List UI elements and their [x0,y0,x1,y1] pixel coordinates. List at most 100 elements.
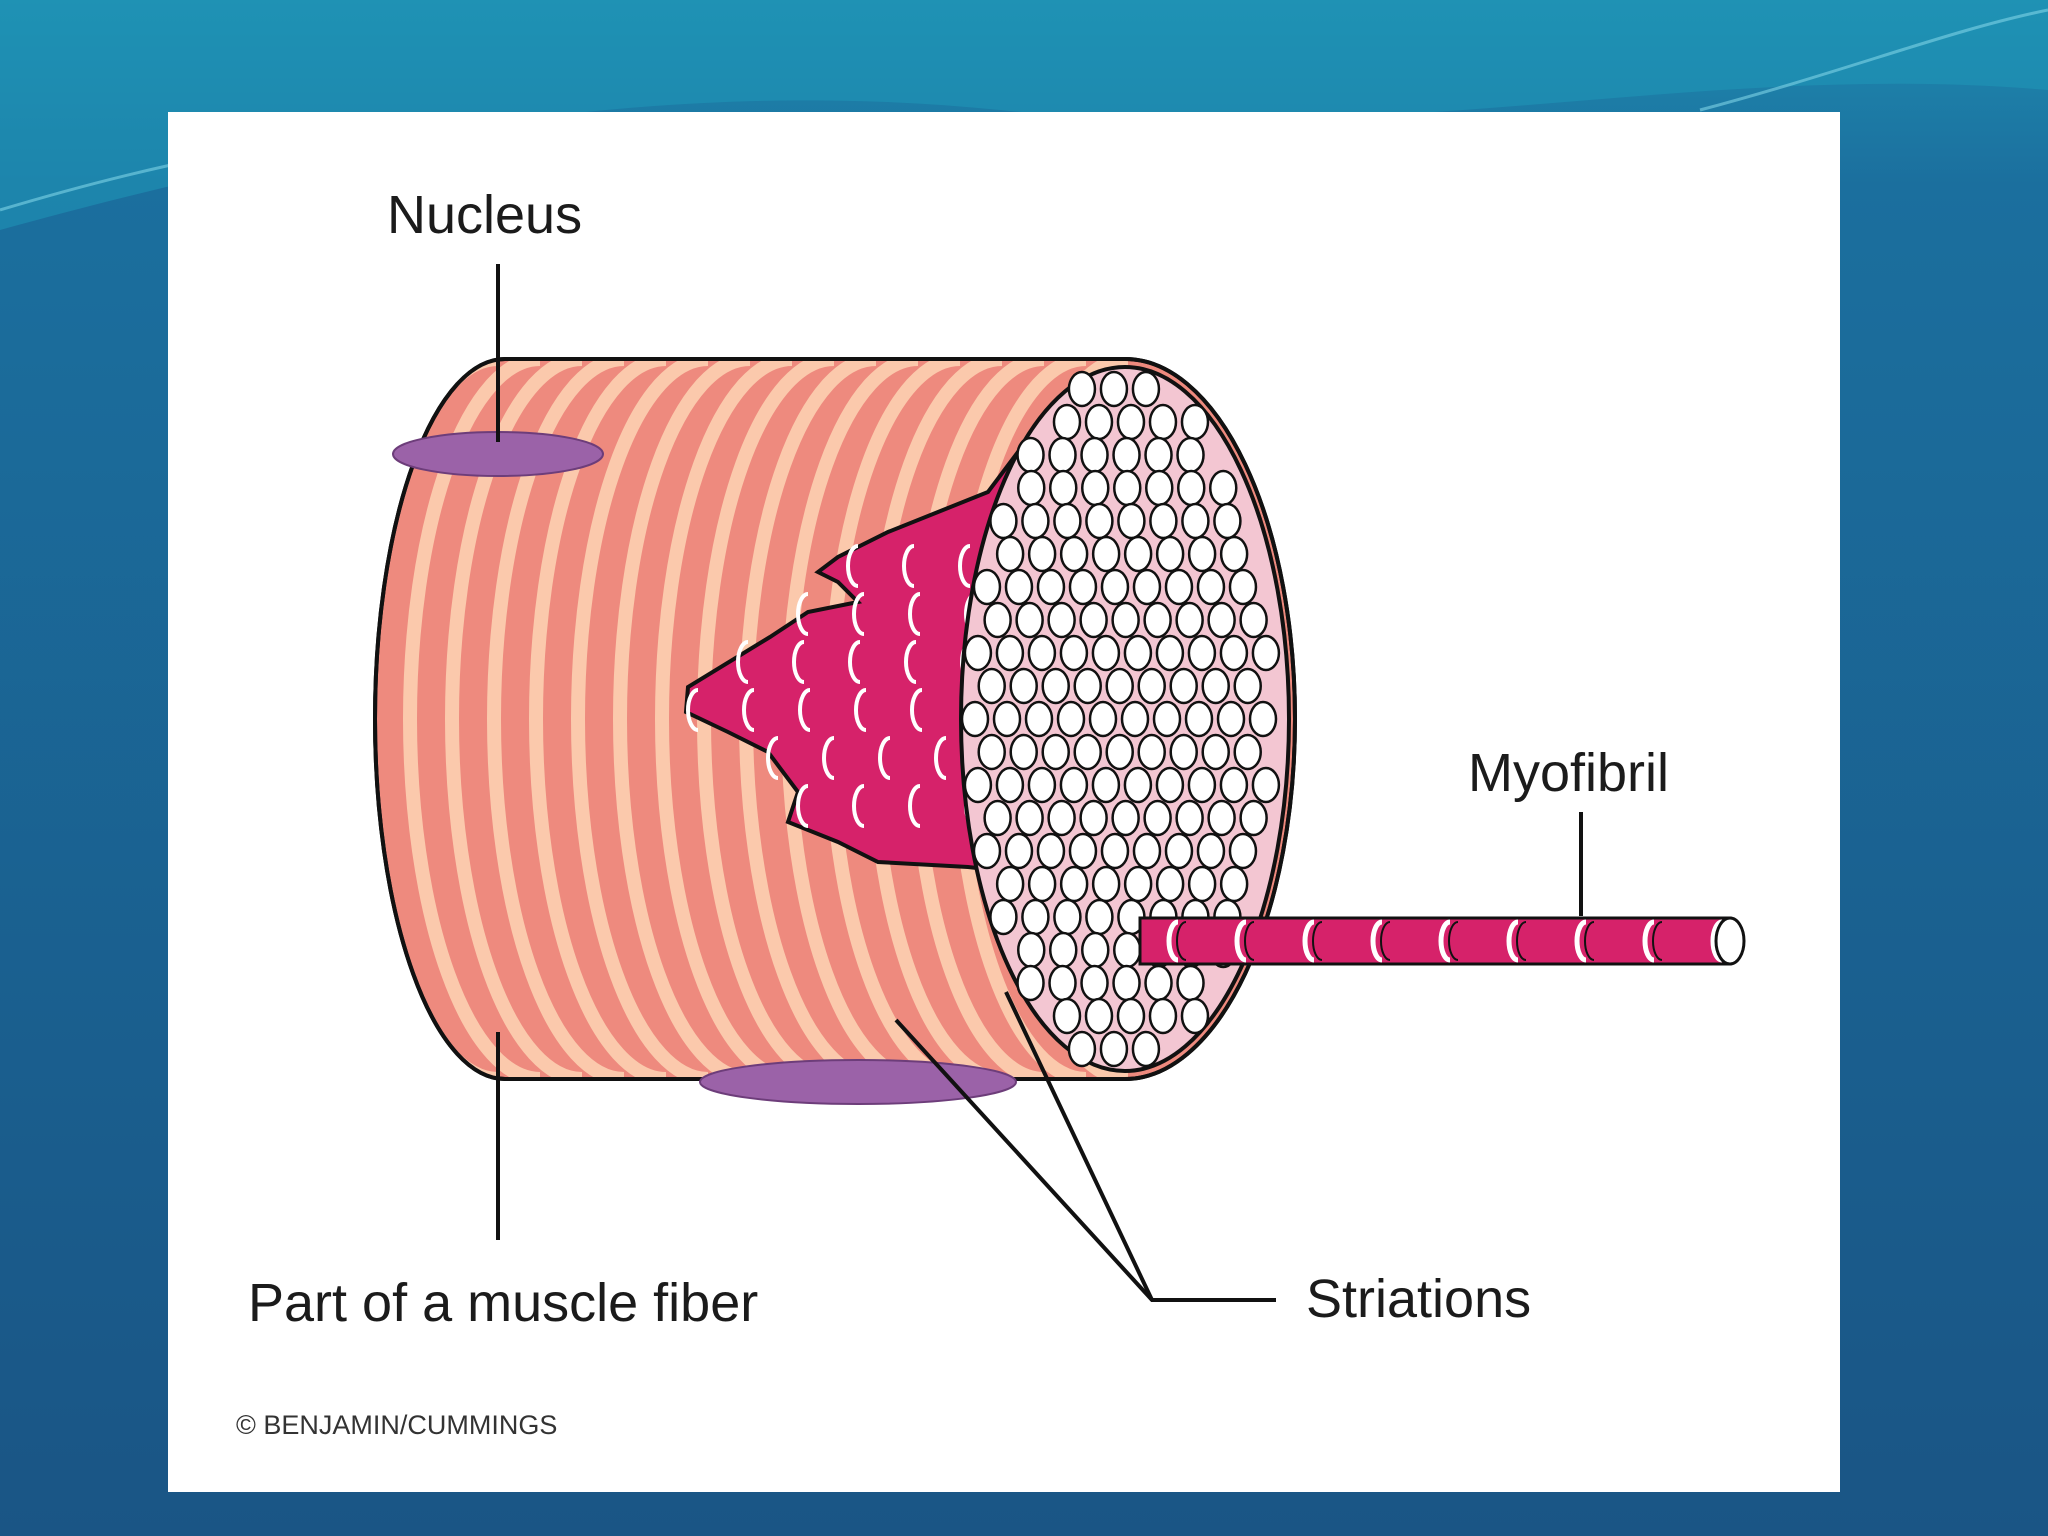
myofibril-circle [1178,471,1204,505]
myofibril-circle [1054,405,1080,439]
extended-myofibril [1140,918,1744,964]
myofibril-circle [1134,570,1160,604]
myofibril-circle [1230,570,1256,604]
myofibril-circle [1069,1032,1095,1066]
myofibril-circle [1114,471,1140,505]
myofibril-circle [1107,735,1133,769]
myofibril-circle [1178,438,1204,472]
myofibril-circle [1082,438,1108,472]
myofibril-circle [1134,834,1160,868]
myofibril-circle [1210,471,1236,505]
myofibril-circle [1253,768,1279,802]
myofibril-circle [1093,768,1119,802]
myofibril-circle [1214,504,1240,538]
myofibril-circle [1133,1032,1159,1066]
myofibril-circle [974,834,1000,868]
myofibril-circle [1102,570,1128,604]
myofibril-circle [1061,768,1087,802]
myofibril-circle [990,504,1016,538]
myofibril-circle [1038,570,1064,604]
myofibril-circle [1029,537,1055,571]
myofibril-circle [1086,900,1112,934]
myofibril-circle [1018,933,1044,967]
myofibril-circle [1090,702,1116,736]
myofibril-circle [1241,801,1267,835]
myofibril-circle [997,537,1023,571]
myofibril-circle [1145,801,1171,835]
myofibril-circle [1070,570,1096,604]
myofibril-circle [1221,636,1247,670]
myofibril-circle [1145,603,1171,637]
myofibril-circle [1154,702,1180,736]
myofibril-circle [1171,669,1197,703]
myofibril-circle [974,570,1000,604]
myofibril-circle [1125,768,1151,802]
myofibril-circle [1043,669,1069,703]
myofibril-circle [1081,801,1107,835]
striations-label: Striations [1306,1272,1531,1326]
myofibril-circle [1118,999,1144,1033]
myofibril-circle [1029,867,1055,901]
myofibril-circle [1017,603,1043,637]
muscle-fiber-label: Part of a muscle fiber [248,1276,758,1330]
myofibril-circle [1050,438,1076,472]
myofibril-circle [1086,504,1112,538]
myofibril-circle [1102,834,1128,868]
myofibril-circle [1189,768,1215,802]
myofibril-circle [1189,867,1215,901]
myofibril-circle [1061,636,1087,670]
myofibril-circle [1182,504,1208,538]
myofibril-circle [994,702,1020,736]
myofibril-circle [1018,471,1044,505]
myofibril-circle [1189,537,1215,571]
myofibril-circle [985,603,1011,637]
myofibril-circle [1139,669,1165,703]
myofibril-circle [1146,471,1172,505]
myofibril-circle [1177,801,1203,835]
myofibril-circle [1061,867,1087,901]
myofibril-circle [1113,603,1139,637]
myofibril-circle [1146,966,1172,1000]
myofibril-circle [1221,537,1247,571]
myofibril-circle [1022,900,1048,934]
myofibril-circle [1050,933,1076,967]
myofibril-circle [1086,999,1112,1033]
myofibril-circle [1049,603,1075,637]
myofibril-circle [1114,966,1140,1000]
myofibril-circle [1018,438,1044,472]
myofibril-circle [965,768,991,802]
myofibril-circle [1198,570,1224,604]
myofibril-circle [1075,669,1101,703]
myofibril-circle [1157,867,1183,901]
myofibril-circle [1050,471,1076,505]
myofibril-circle [979,669,1005,703]
myofibril-circle [997,867,1023,901]
myofibril-circle [1203,669,1229,703]
myofibril-circle [1114,933,1140,967]
myofibril-circle [1125,867,1151,901]
myofibril-circle [1253,636,1279,670]
myofibril-circle [1086,405,1112,439]
myofibril-circle [985,801,1011,835]
myofibril-circle [1093,867,1119,901]
myofibril-circle [997,636,1023,670]
nucleus-label: Nucleus [387,188,582,242]
myofibril-circle [1038,834,1064,868]
myofibril-circle [1082,471,1108,505]
myofibril-circle [1209,801,1235,835]
myofibril-circle [1054,900,1080,934]
myofibril-circle [1139,735,1165,769]
myofibril-circle [1171,735,1197,769]
myofibril-circle [1182,999,1208,1033]
myofibril-circle [1054,504,1080,538]
myofibril-circle [1122,702,1148,736]
myofibril-circle [979,735,1005,769]
myofibril-circle [1182,405,1208,439]
myofibril-circle [1069,372,1095,406]
myofibril-circle [1189,636,1215,670]
myofibril-circle [1081,603,1107,637]
myofibril-circle [1133,372,1159,406]
myofibril-circle [1018,966,1044,1000]
myofibril-circle [1054,999,1080,1033]
myofibril-circle [1203,735,1229,769]
